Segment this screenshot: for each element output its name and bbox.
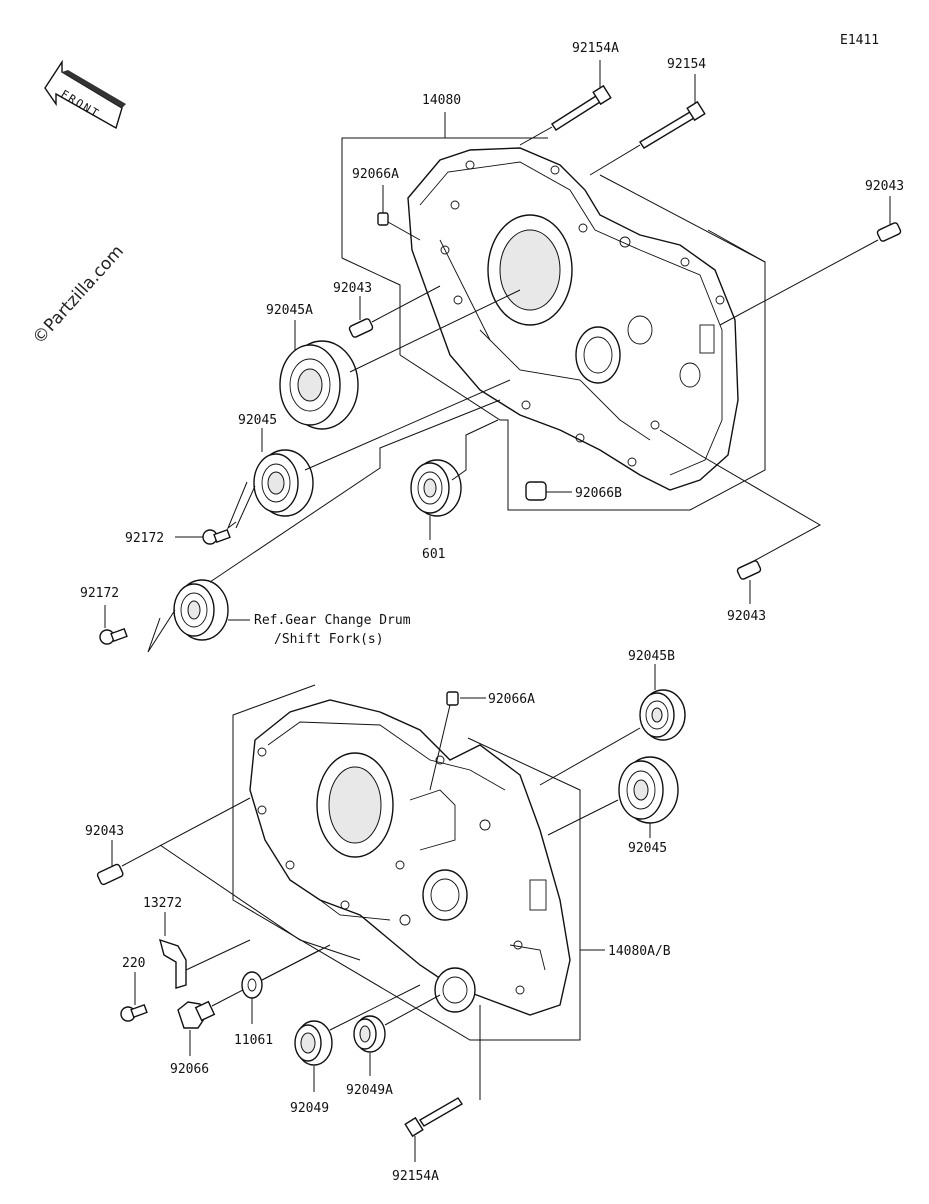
pn-92043-left: 92043	[333, 281, 372, 296]
pn-601: 601	[422, 547, 445, 562]
pn-92066a-lower: 92066A	[488, 692, 535, 707]
pn-92043-lower: 92043	[85, 824, 124, 839]
shift-drum-bearing	[147, 399, 501, 653]
pn-92049a: 92049A	[346, 1083, 393, 1098]
pn-92154a-lower: 92154A	[392, 1169, 439, 1184]
pn-14080a-b: 14080A/B	[608, 944, 671, 959]
reference-note-line1: Ref.Gear Change Drum	[254, 613, 411, 628]
diagram-code: E1411	[840, 33, 879, 48]
pn-92045b: 92045B	[628, 649, 675, 664]
plug-92066b	[525, 481, 572, 501]
pn-92172-upper: 92172	[125, 531, 164, 546]
bolt-92154a-upper	[519, 60, 612, 146]
seal-92049	[294, 984, 421, 1092]
dowel-92043-bottom	[659, 429, 822, 604]
screw-220	[120, 972, 148, 1022]
dowel-92043-lower	[96, 797, 361, 961]
screw-92172-upper	[175, 528, 231, 545]
reference-note-line2: /Shift Fork(s)	[274, 632, 384, 647]
pn-92154a-upper: 92154A	[572, 41, 619, 56]
pn-92154: 92154	[667, 57, 706, 72]
pn-220: 220	[122, 956, 145, 971]
lower-bracket-lines	[232, 684, 605, 1041]
upper-crankcase	[407, 147, 739, 491]
dowel-92043-right	[719, 196, 902, 326]
pn-13272: 13272	[143, 896, 182, 911]
pn-92043-bottom: 92043	[727, 609, 766, 624]
bearing-92045a	[279, 289, 521, 430]
dowel-92066a-lower	[429, 691, 486, 791]
bearing-92045-upper	[226, 379, 511, 530]
bearing-92045b	[539, 664, 686, 786]
pn-11061: 11061	[234, 1033, 273, 1048]
pn-92066b: 92066B	[575, 486, 622, 501]
dowel-92066a-upper	[377, 185, 421, 241]
pn-92045-lower: 92045	[628, 841, 667, 856]
dowel-92043-left	[348, 285, 441, 338]
bolt-92154	[589, 74, 706, 176]
pn-92045-upper: 92045	[238, 413, 277, 428]
seal-92049a	[353, 994, 441, 1076]
bearing-601	[410, 419, 499, 540]
pn-92043-right: 92043	[865, 179, 904, 194]
lower-crankcase	[249, 699, 571, 1016]
pn-92172-lower: 92172	[80, 586, 119, 601]
watermark: ©Partzilla.com	[29, 241, 128, 348]
pn-92066a-upper: 92066A	[352, 167, 399, 182]
front-arrow-icon: FRONT	[44, 59, 126, 130]
pn-92049: 92049	[290, 1101, 329, 1116]
pn-92066: 92066	[170, 1062, 209, 1077]
pn-92045a: 92045A	[266, 303, 313, 318]
bolt-92154a-lower	[404, 1005, 481, 1162]
bracket-13272	[158, 912, 251, 989]
upper-bracket-lines	[341, 112, 766, 511]
washer-11061	[241, 944, 331, 1024]
screw-92172-lower	[99, 605, 128, 645]
pn-14080: 14080	[422, 93, 461, 108]
bearing-92045-lower	[547, 756, 679, 838]
